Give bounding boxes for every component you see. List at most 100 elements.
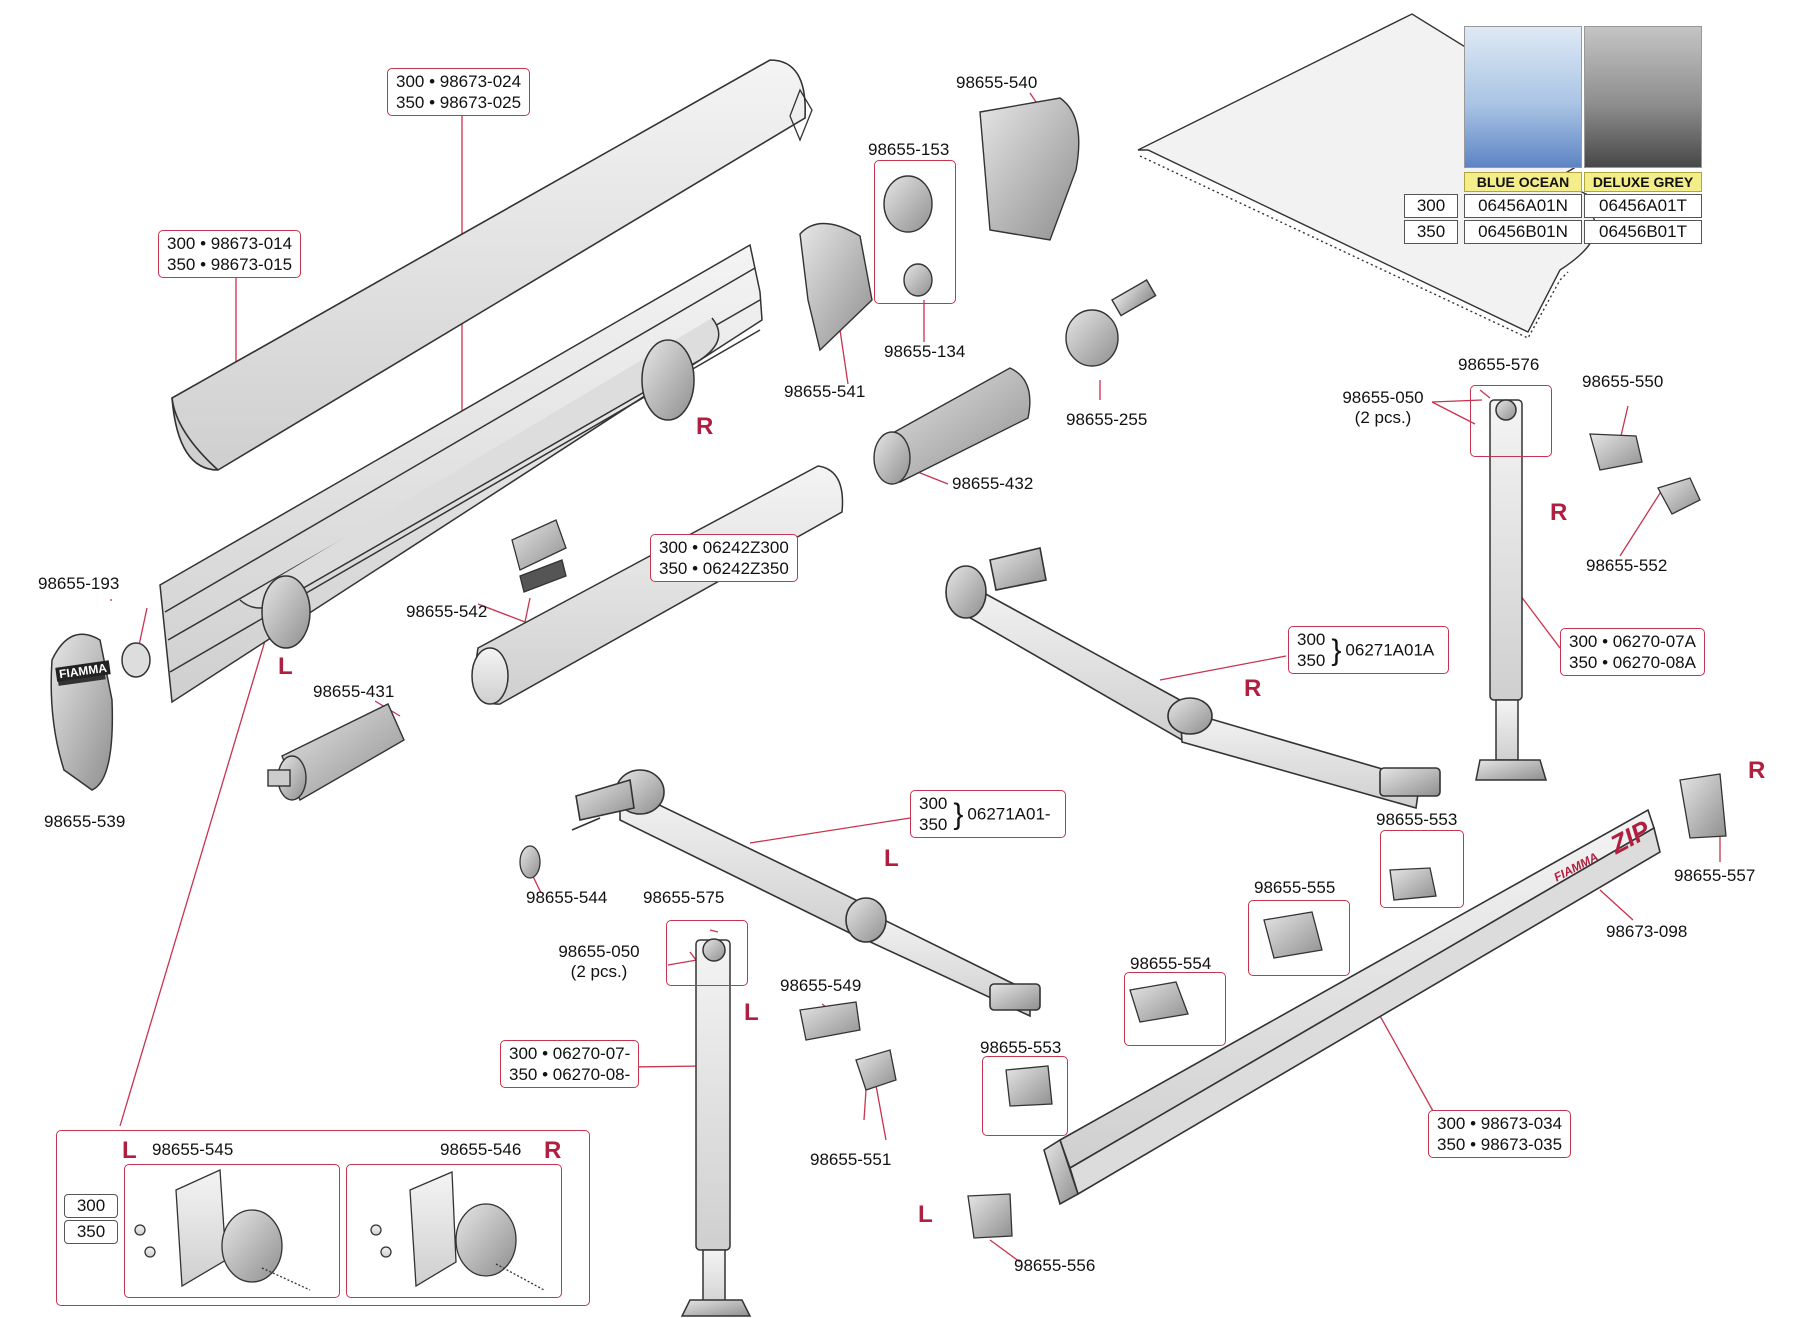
roller-plug-left-part	[267, 703, 405, 802]
label-98673-098: 98673-098	[1606, 922, 1688, 941]
top-cover-350: 350 • 98673-015	[167, 255, 293, 274]
end-cap-left-part	[50, 633, 151, 791]
label-98655-553-left: 98655-553	[980, 1038, 1062, 1057]
label-98655-050-right-number: 98655-050	[1342, 388, 1424, 407]
lead-rail-part	[1043, 808, 1661, 1206]
label-98655-551: 98655-551	[810, 1150, 892, 1169]
label-98655-555: 98655-555	[1254, 878, 1336, 897]
fabric-code-blue-300: 06456A01N	[1464, 194, 1582, 218]
arm-right-part	[945, 547, 1441, 810]
fabric-name-deluxe-grey: DELUXE GREY	[1584, 172, 1702, 192]
frame-98655-553-r	[1380, 830, 1464, 908]
front-cover-300: 300 • 98673-024	[396, 72, 522, 91]
side-right-kit: R	[544, 1137, 562, 1164]
label-98655-541: 98655-541	[784, 382, 866, 401]
side-left-leg: L	[744, 999, 759, 1026]
kit-size-350: 350	[64, 1220, 118, 1244]
label-98655-050-left-number: 98655-050	[558, 942, 640, 961]
frame-98655-554	[1124, 972, 1226, 1046]
label-98655-576: 98655-576	[1458, 355, 1540, 374]
label-98655-575: 98655-575	[643, 888, 725, 907]
label-98655-431: 98655-431	[313, 682, 395, 701]
label-98655-193: 98655-193	[38, 574, 120, 593]
arm-right-300: 300	[1297, 630, 1326, 649]
arm-left-part	[571, 769, 1041, 1018]
leg-left-label: 300 • 06270-07- 350 • 06270-08-	[500, 1040, 640, 1088]
end-cap-right-part	[799, 97, 1080, 352]
fabric-code-grey-300: 06456A01T	[1584, 194, 1702, 218]
top-cover-300: 300 • 98673-014	[167, 234, 293, 253]
leg-left-part	[680, 938, 752, 1317]
leg-right-label: 300 • 06270-07A 350 • 06270-08A	[1560, 628, 1705, 676]
arm-left-300: 300	[919, 794, 948, 813]
front-cover-label: 300 • 98673-024 350 • 98673-025	[387, 68, 531, 116]
side-right-cap: R	[1748, 757, 1766, 784]
deluxe-grey-swatch	[1584, 26, 1702, 168]
frame-98655-050-l	[666, 920, 748, 986]
arm-left-350: 350	[919, 815, 948, 834]
leg-left-300: 300 • 06270-07-	[509, 1044, 631, 1063]
fabric-size-350: 350	[1404, 220, 1458, 244]
label-98655-050-right: 98655-050 (2 pcs.)	[1328, 388, 1438, 428]
label-98655-550: 98655-550	[1582, 372, 1664, 391]
leg-left-350: 350 • 06270-08-	[509, 1065, 631, 1084]
roller-tube-350: 350 • 06242Z350	[659, 559, 789, 578]
side-right-arm: R	[1244, 675, 1262, 702]
lead-rail-350: 350 • 98673-035	[1437, 1135, 1563, 1154]
roller-tube-label: 300 • 06242Z300 350 • 06242Z350	[650, 534, 798, 582]
fabric-code-blue-350: 06456B01N	[1464, 220, 1582, 244]
side-left-arm: L	[884, 845, 899, 872]
lead-rail-label: 300 • 98673-034 350 • 98673-035	[1428, 1110, 1572, 1158]
side-right-case: R	[696, 413, 714, 440]
blue-ocean-swatch	[1464, 26, 1582, 168]
main-case-part	[159, 243, 763, 704]
leg-right-part	[1475, 399, 1548, 781]
kit-frame-left	[124, 1164, 340, 1298]
label-98655-255: 98655-255	[1066, 410, 1148, 429]
kit-frame-right	[346, 1164, 562, 1298]
label-98655-546: 98655-546	[440, 1140, 522, 1159]
label-98655-134: 98655-134	[884, 342, 966, 361]
frame-98655-153	[874, 160, 956, 304]
arm-right-code: 06271A01A	[1345, 640, 1435, 660]
label-98655-554: 98655-554	[1130, 954, 1212, 973]
label-98655-549: 98655-549	[780, 976, 862, 995]
kit-parts	[134, 1169, 545, 1291]
leg-right-300: 300 • 06270-07A	[1569, 632, 1696, 651]
label-98655-544: 98655-544	[526, 888, 608, 907]
side-right-leg: R	[1550, 499, 1568, 526]
front-cover-350: 350 • 98673-025	[396, 93, 522, 112]
side-left-case: L	[278, 653, 293, 680]
label-98655-542: 98655-542	[406, 602, 488, 621]
label-98655-050-right-qty: (2 pcs.)	[1354, 408, 1412, 427]
roller-tube-300: 300 • 06242Z300	[659, 538, 789, 557]
arm-left-label: 300 350 }06271A01-	[910, 790, 1066, 838]
label-98655-556: 98655-556	[1014, 1256, 1096, 1275]
label-98655-553-right: 98655-553	[1376, 810, 1458, 829]
roller-plug-right-part	[873, 367, 1031, 485]
fabric-name-blue-ocean: BLUE OCEAN	[1464, 172, 1582, 192]
label-98655-557: 98655-557	[1674, 866, 1756, 885]
label-98655-540: 98655-540	[956, 73, 1038, 92]
lead-rail-300: 300 • 98673-034	[1437, 1114, 1563, 1133]
label-98655-050-left-qty: (2 pcs.)	[570, 962, 628, 981]
arm-left-code: 06271A01-	[967, 804, 1051, 824]
roller-tube-part	[471, 465, 844, 705]
label-98655-539: 98655-539	[44, 812, 126, 831]
fabric-size-300: 300	[1404, 194, 1458, 218]
label-98655-545: 98655-545	[152, 1140, 234, 1159]
label-98655-153: 98655-153	[868, 140, 950, 159]
arm-right-label: 300 350 }06271A01A	[1288, 626, 1450, 674]
frame-98655-050-r	[1470, 385, 1552, 457]
fabric-code-grey-350: 06456B01T	[1584, 220, 1702, 244]
arm-right-350: 350	[1297, 651, 1326, 670]
kit-frame	[56, 1130, 590, 1306]
frame-98655-555	[1248, 900, 1350, 976]
frame-98655-553-l	[982, 1056, 1068, 1136]
leg-right-350: 350 • 06270-08A	[1569, 653, 1696, 672]
label-98655-552: 98655-552	[1586, 556, 1668, 575]
top-cover-part	[171, 59, 806, 471]
clip-parts	[511, 88, 1727, 1239]
kit-size-300: 300	[64, 1194, 118, 1218]
